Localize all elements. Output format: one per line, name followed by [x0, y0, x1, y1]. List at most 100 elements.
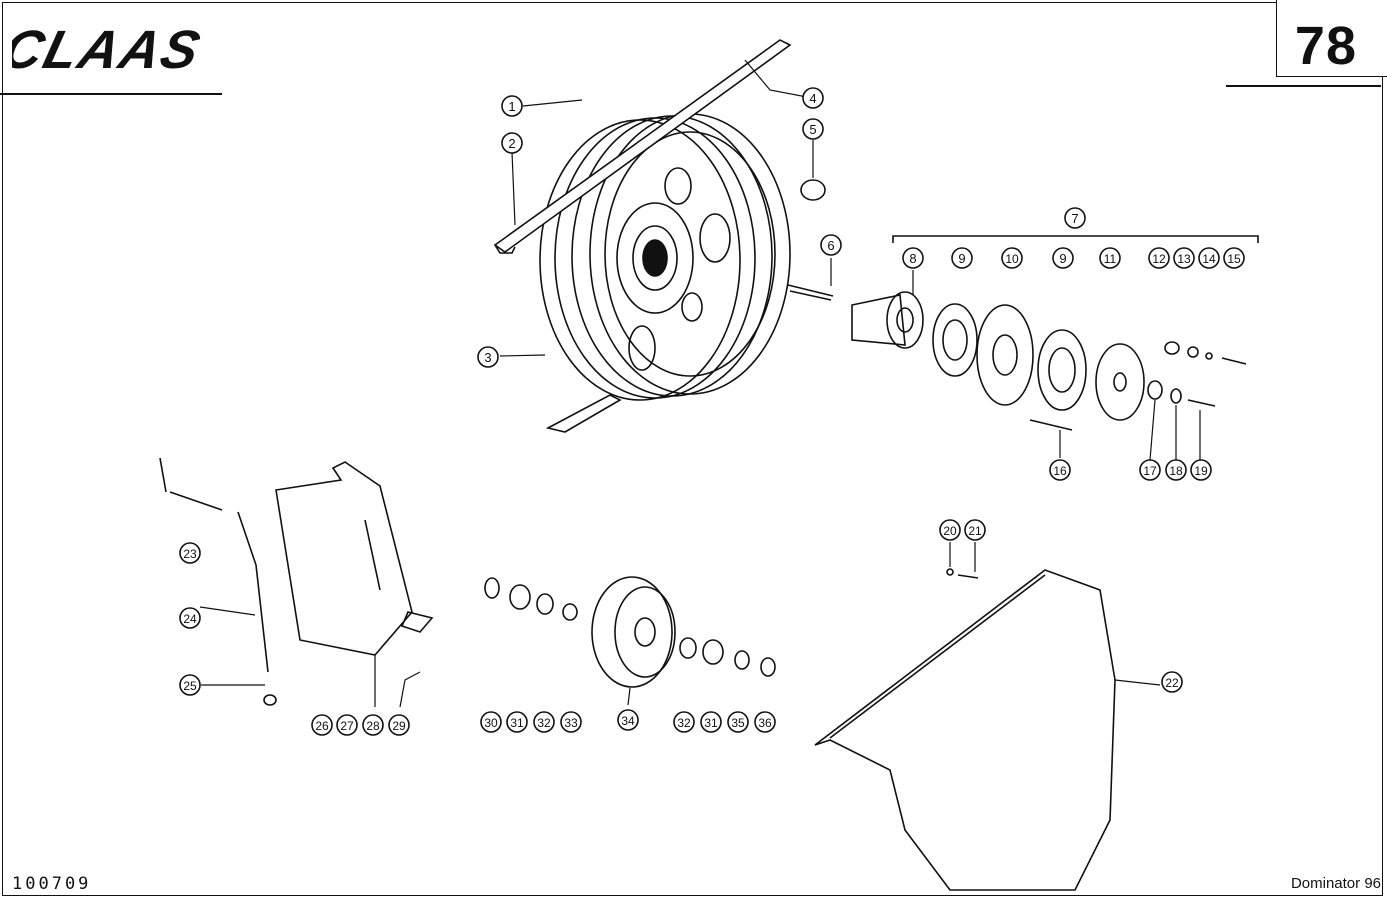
svg-text:23: 23	[183, 547, 197, 561]
bush-33	[562, 603, 578, 621]
callout-12: 12	[1148, 247, 1170, 269]
svg-text:3: 3	[484, 350, 491, 365]
logo-rule	[0, 93, 222, 95]
callout-4: 4	[802, 87, 824, 109]
v-belt	[493, 39, 792, 433]
callout-29: 29	[388, 714, 410, 736]
washer-20	[946, 568, 954, 576]
machine-model: Dominator 96	[1290, 875, 1381, 892]
svg-text:9: 9	[1059, 251, 1066, 266]
callout-32b: 32	[673, 711, 695, 733]
svg-text:8: 8	[909, 251, 916, 266]
callout-28: 28	[362, 714, 384, 736]
callout-16: 16	[1049, 459, 1071, 481]
callout-19: 19	[1190, 459, 1212, 481]
callout-leaders	[199, 59, 1201, 708]
svg-text:1: 1	[508, 99, 515, 114]
callout-17: 17	[1139, 459, 1161, 481]
bearing-31a	[509, 584, 531, 610]
callout-15: 15	[1223, 247, 1245, 269]
svg-text:5: 5	[809, 122, 816, 137]
svg-text:22: 22	[1165, 676, 1179, 690]
nut-36	[760, 657, 776, 677]
svg-text:14: 14	[1202, 252, 1216, 266]
callout-9a: 9	[951, 247, 973, 269]
svg-text:15: 15	[1227, 252, 1241, 266]
callout-9b: 9	[1052, 247, 1074, 269]
svg-text:35: 35	[731, 716, 745, 730]
circlip-32a	[536, 593, 554, 615]
svg-text:27: 27	[340, 719, 354, 733]
svg-text:7: 7	[1071, 211, 1078, 226]
callout-14: 14	[1198, 247, 1220, 269]
callout-27: 27	[336, 714, 358, 736]
bolt-16	[1029, 419, 1073, 431]
svg-text:17: 17	[1143, 464, 1157, 478]
friction-disc-9b	[1037, 329, 1087, 411]
callout-5: 5	[802, 118, 824, 140]
svg-text:9: 9	[958, 251, 965, 266]
callout-25: 25	[179, 674, 201, 696]
svg-text:4: 4	[809, 91, 816, 106]
callout-21: 21	[964, 519, 986, 541]
key-pin-5	[800, 179, 826, 201]
callout-13: 13	[1173, 247, 1195, 269]
callout-6: 6	[820, 234, 842, 256]
callout-34: 34	[617, 709, 639, 731]
seal-35	[734, 650, 750, 670]
svg-text:28: 28	[366, 719, 380, 733]
callout-24: 24	[179, 607, 201, 629]
svg-text:36: 36	[758, 716, 772, 730]
bearing-31b	[702, 639, 724, 665]
circlip-32b	[679, 637, 697, 659]
large-pulley	[539, 113, 791, 401]
callout-36: 36	[754, 711, 776, 733]
pressure-plate-11	[1095, 343, 1145, 421]
page-number-box: 78	[1276, 0, 1387, 77]
svg-text:29: 29	[392, 719, 406, 733]
svg-text:12: 12	[1152, 252, 1166, 266]
group-bracket-7	[892, 235, 1259, 243]
hub-8	[851, 291, 924, 349]
callout-31a: 31	[506, 711, 528, 733]
svg-text:25: 25	[183, 679, 197, 693]
guard-cover-22	[814, 569, 1116, 891]
document-code: 100709	[12, 874, 92, 894]
svg-text:32: 32	[677, 716, 691, 730]
svg-text:31: 31	[704, 716, 718, 730]
svg-text:16: 16	[1053, 464, 1067, 478]
callout-1: 1	[501, 95, 523, 117]
svg-text:21: 21	[968, 524, 982, 538]
svg-text:CLAAS: CLAAS	[12, 19, 208, 78]
callout-32a: 32	[533, 711, 555, 733]
svg-text:20: 20	[943, 524, 957, 538]
seal-30	[484, 577, 500, 599]
svg-text:32: 32	[537, 716, 551, 730]
callout-3: 3	[477, 346, 499, 368]
bracket-28	[275, 461, 413, 656]
spring-12-washer-13-14-bolt-15	[1164, 341, 1247, 365]
friction-disc-9a	[932, 303, 978, 377]
svg-text:13: 13	[1177, 252, 1191, 266]
callout-31b: 31	[700, 711, 722, 733]
svg-text:30: 30	[484, 716, 498, 730]
callout-33: 33	[560, 711, 582, 733]
plate-10	[976, 304, 1034, 406]
svg-text:34: 34	[621, 714, 635, 728]
svg-text:31: 31	[510, 716, 524, 730]
callout-11: 11	[1099, 247, 1121, 269]
bolt-21	[957, 574, 979, 579]
page-number-rule	[1226, 85, 1381, 87]
callout-22: 22	[1161, 671, 1183, 693]
svg-text:2: 2	[508, 136, 515, 151]
svg-text:24: 24	[183, 612, 197, 626]
svg-text:6: 6	[827, 238, 834, 253]
callout-18: 18	[1165, 459, 1187, 481]
dowel-6	[787, 284, 834, 301]
foot-29	[400, 611, 434, 633]
tension-rod-24	[237, 511, 269, 673]
svg-text:10: 10	[1005, 252, 1019, 266]
pulley-34	[591, 576, 676, 688]
